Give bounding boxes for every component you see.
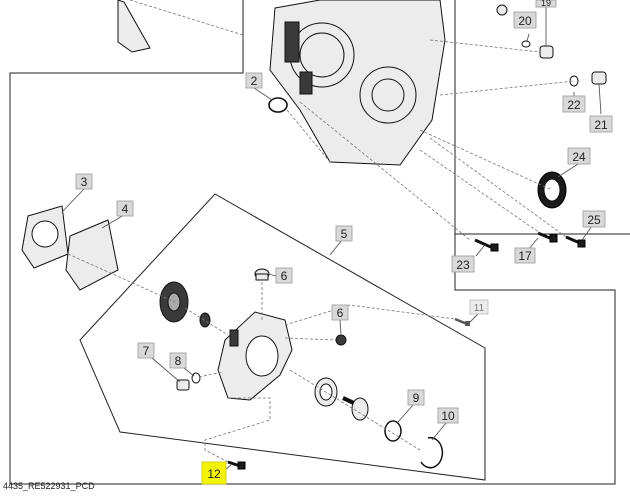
front-crankshaft-seal xyxy=(537,171,567,209)
diagram-caption: 4435_RE522931_PCD xyxy=(3,481,95,491)
callout-21: 21 xyxy=(589,115,613,133)
callout-12-highlighted: 12 xyxy=(201,461,227,485)
callout-19: 19 xyxy=(535,0,557,8)
pump-impeller xyxy=(159,281,189,323)
svg-text:22: 22 xyxy=(567,98,581,112)
callout-7: 7 xyxy=(137,342,155,359)
impeller-seal xyxy=(199,312,211,328)
plug-part-7 xyxy=(176,379,190,391)
callout-leader-lines xyxy=(61,4,602,471)
svg-text:20: 20 xyxy=(518,14,532,28)
pump-shaft xyxy=(342,396,369,421)
plug-part-21 xyxy=(591,71,607,85)
cap-screw-part-11 xyxy=(454,317,470,326)
svg-text:10: 10 xyxy=(441,409,455,423)
svg-text:6: 6 xyxy=(281,269,288,283)
cap-screw-part-17 xyxy=(537,231,558,243)
callout-4: 4 xyxy=(116,200,134,217)
washer-part-22 xyxy=(569,75,579,87)
callout-20: 20 xyxy=(513,11,537,29)
svg-text:21: 21 xyxy=(594,118,608,132)
callout-11: 11 xyxy=(469,299,489,315)
svg-text:4: 4 xyxy=(122,202,129,216)
pump-group-frame xyxy=(79,193,486,481)
plug-part-19 xyxy=(539,45,554,59)
fitting-part-6-right xyxy=(335,334,347,346)
callout-10: 10 xyxy=(437,407,459,424)
svg-text:3: 3 xyxy=(81,175,88,189)
fitting-part-6-top xyxy=(254,268,270,281)
water-pump-housing xyxy=(217,311,293,401)
assembly-frame xyxy=(9,0,616,485)
svg-text:9: 9 xyxy=(413,391,420,405)
svg-text:6: 6 xyxy=(337,306,344,320)
cap-screw-part-23 xyxy=(474,238,499,252)
callout-17: 17 xyxy=(514,247,536,264)
svg-text:5: 5 xyxy=(341,227,348,241)
washer-part-20 xyxy=(521,40,531,48)
svg-text:17: 17 xyxy=(518,249,532,263)
snap-ring-part-9 xyxy=(384,420,402,442)
front-cover-gasket xyxy=(117,0,151,53)
callout-22: 22 xyxy=(562,95,586,113)
svg-text:2: 2 xyxy=(251,74,258,88)
callout-25: 25 xyxy=(582,210,606,228)
callout-23: 23 xyxy=(451,255,475,273)
callout-2: 2 xyxy=(245,72,263,89)
svg-text:19: 19 xyxy=(541,0,551,8)
cap-screw-part-25 xyxy=(565,235,586,248)
svg-text:7: 7 xyxy=(143,344,150,358)
cap-screw-part-12 xyxy=(227,460,246,470)
callout-8: 8 xyxy=(169,352,187,369)
retaining-ring-part-10 xyxy=(420,436,444,469)
svg-text:25: 25 xyxy=(587,213,601,227)
washer-part-8 xyxy=(191,372,201,384)
callout-6-top: 6 xyxy=(275,267,293,284)
front-timing-cover xyxy=(269,0,446,166)
callout-24: 24 xyxy=(567,147,591,165)
svg-text:11: 11 xyxy=(474,303,485,314)
svg-text:8: 8 xyxy=(175,354,182,368)
pump-cover-plate xyxy=(21,205,69,269)
callout-3: 3 xyxy=(75,173,93,190)
svg-text:24: 24 xyxy=(572,150,586,164)
callout-9: 9 xyxy=(407,389,425,406)
pump-cover-gasket xyxy=(65,219,119,291)
svg-text:12: 12 xyxy=(207,467,221,481)
callout-6-right: 6 xyxy=(331,304,349,321)
o-ring-part-2 xyxy=(268,97,288,113)
assembly-center-lines xyxy=(67,0,575,463)
svg-text:23: 23 xyxy=(456,258,470,272)
fitting-part-top xyxy=(496,4,508,16)
callout-5: 5 xyxy=(335,225,353,242)
